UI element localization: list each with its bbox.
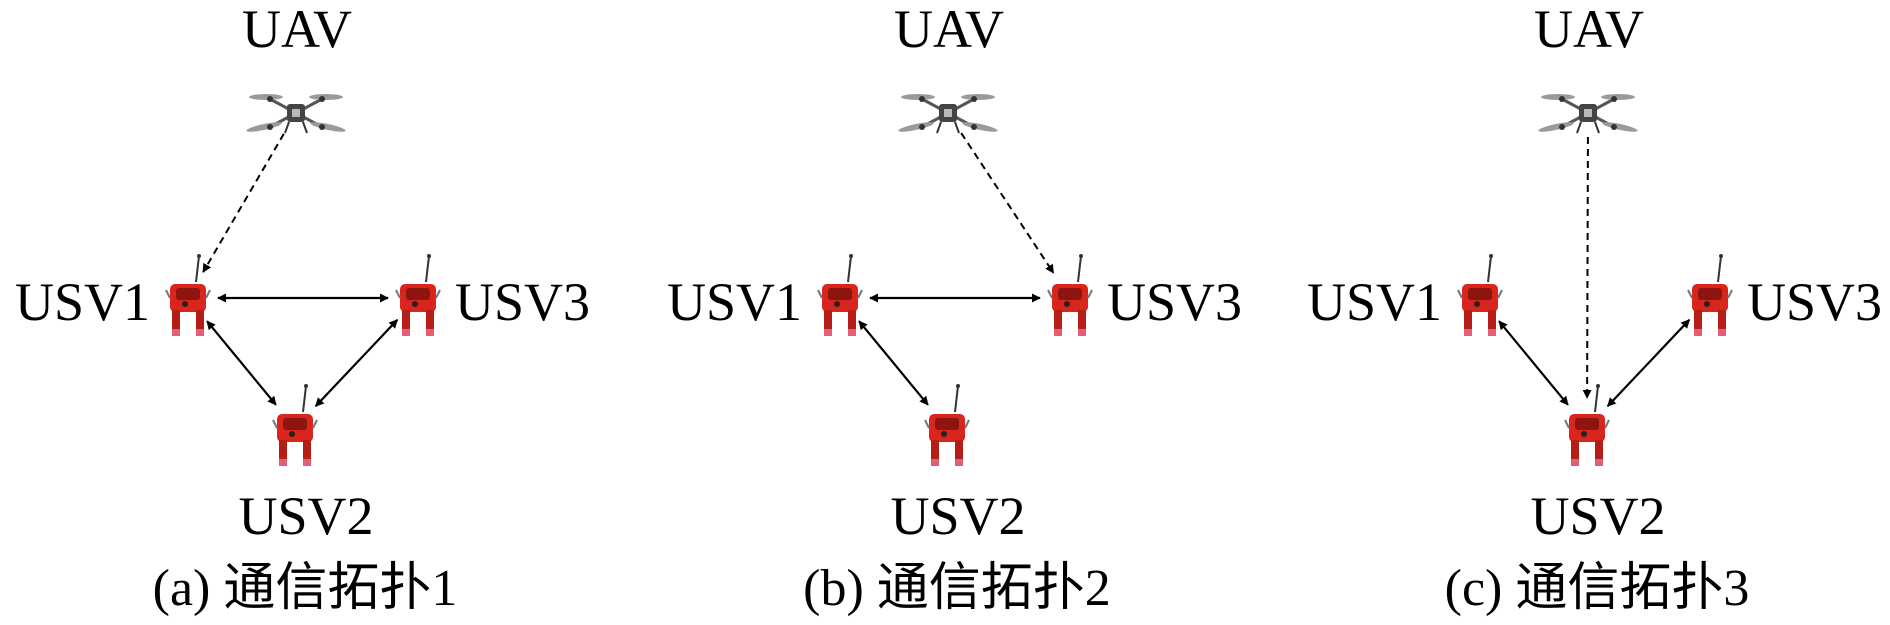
link-usv1-usv2 [206, 320, 277, 406]
uav-drone-icon [244, 92, 348, 136]
link-usv3-usv2 [314, 319, 399, 407]
usv3-boat-icon [1047, 253, 1093, 337]
usv3-boat-icon [1687, 253, 1733, 337]
panel-caption: (b) 通信拓扑2 [803, 560, 1111, 617]
link-usv1-usv2 [1498, 320, 1569, 406]
panel-caption: (a) 通信拓扑1 [153, 560, 458, 617]
uav-label: UAV [894, 0, 1004, 59]
link-uav-usv1 [202, 133, 285, 273]
usv2-label: USV2 [238, 486, 373, 546]
usv1-label: USV1 [1307, 272, 1442, 332]
usv3-label: USV3 [1747, 272, 1882, 332]
usv3-label: USV3 [455, 272, 590, 332]
link-usv3-usv2 [1606, 319, 1691, 407]
uav-label: UAV [1534, 0, 1644, 59]
usv2-label: USV2 [890, 486, 1025, 546]
usv1-boat-icon [165, 253, 211, 337]
usv2-label: USV2 [1530, 486, 1665, 546]
usv1-label: USV1 [667, 272, 802, 332]
usv2-boat-icon [1564, 383, 1610, 467]
usv3-boat-icon [395, 253, 441, 337]
usv2-boat-icon [924, 383, 970, 467]
link-usv1-usv2 [858, 320, 929, 406]
usv1-label: USV1 [15, 272, 150, 332]
usv2-boat-icon [272, 383, 318, 467]
uav-drone-icon [1536, 92, 1640, 136]
usv3-label: USV3 [1107, 272, 1242, 332]
uav-label: UAV [242, 0, 352, 59]
usv1-boat-icon [1457, 253, 1503, 337]
link-uav-usv2 [1582, 136, 1592, 399]
panel-caption: (c) 通信拓扑3 [1445, 560, 1750, 617]
uav-drone-icon [896, 92, 1000, 136]
link-uav-usv3 [960, 132, 1055, 274]
usv1-boat-icon [817, 253, 863, 337]
